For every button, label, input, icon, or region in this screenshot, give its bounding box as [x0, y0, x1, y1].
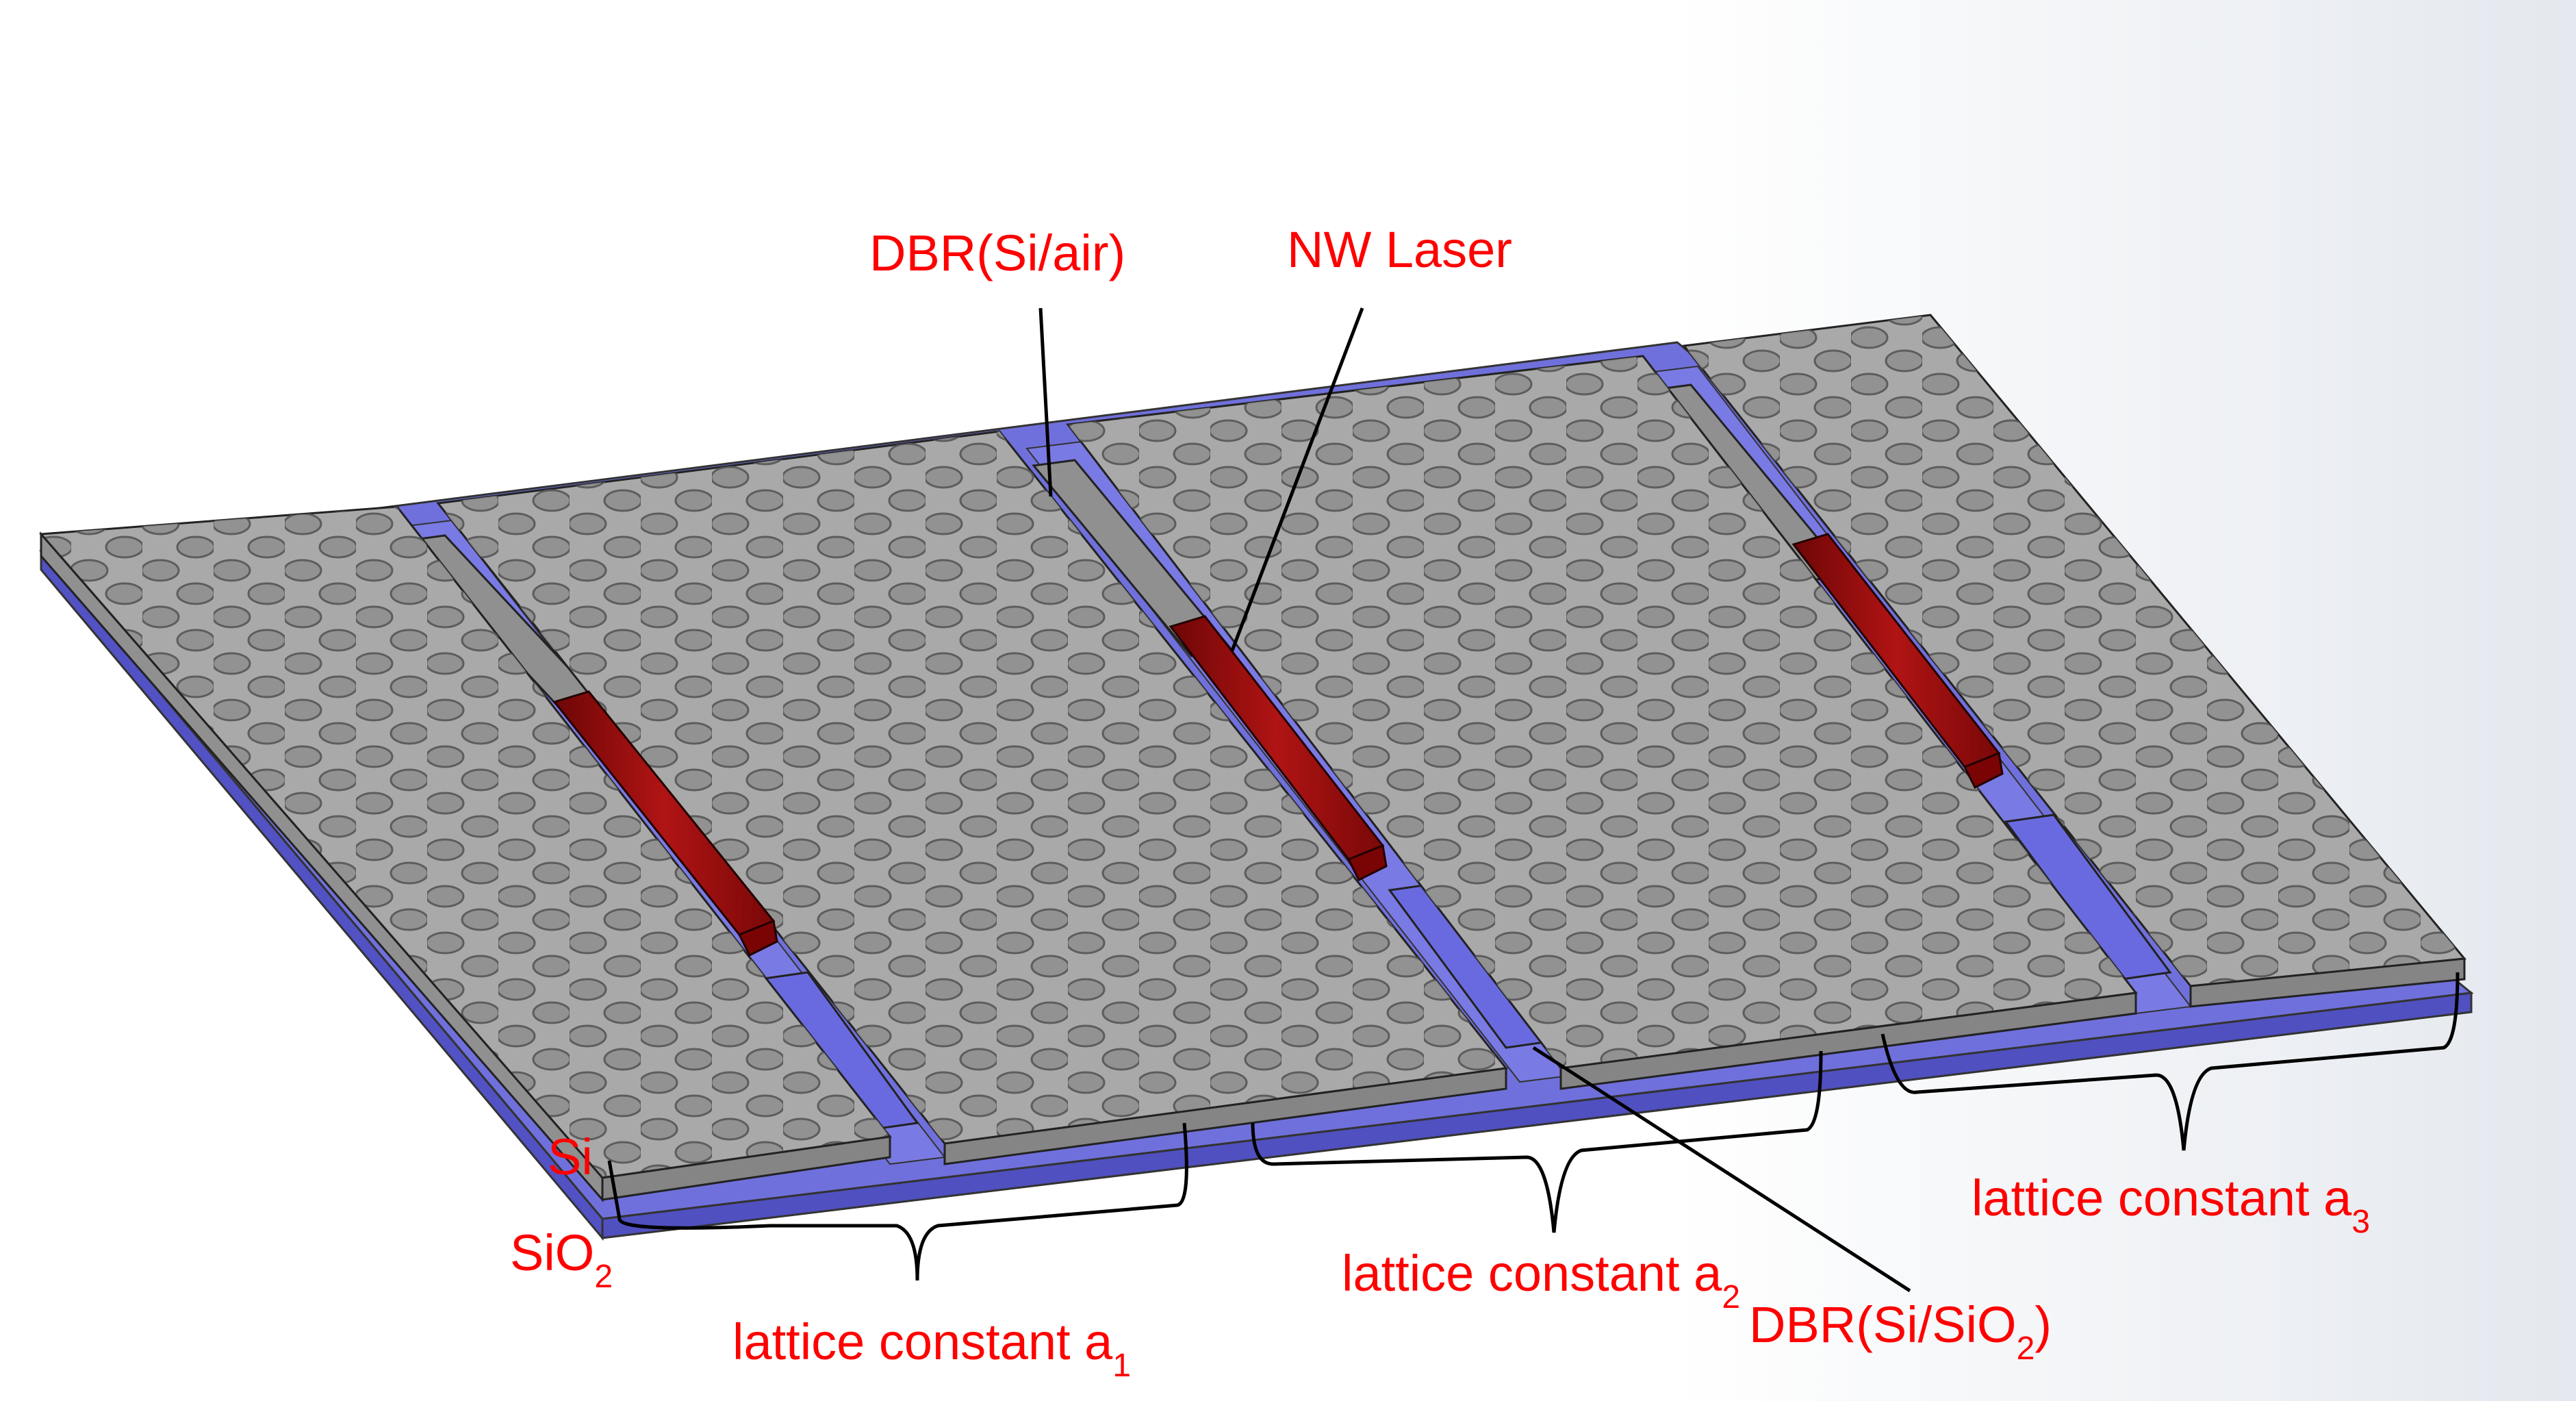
si-slab-4 [1682, 314, 2466, 1008]
labels: DBR(Si/air) NW Laser Si SiO2 lattice con… [510, 221, 2370, 1384]
nw-laser-leader [1230, 307, 1364, 651]
label-dbr-air: DBR(Si/air) [869, 225, 1125, 281]
brace-a3 [1880, 972, 2460, 1151]
nw-laser-2 [1169, 615, 1388, 882]
label-si: Si [548, 1128, 593, 1185]
nanowire-lasers [552, 533, 2004, 957]
dbr-oxide-leader [1532, 1046, 1911, 1293]
silicon-slabs [38, 314, 2466, 1203]
brace-a1 [617, 1122, 1188, 1281]
label-dbr-oxide: DBR(Si/SiO2) [1749, 1296, 2052, 1367]
si-slab-2 [436, 430, 1508, 1165]
sio2-left-edge [40, 548, 604, 1241]
dbr-air-leader [1038, 307, 1053, 497]
label-nw-laser: NW Laser [1287, 221, 1512, 278]
label-lattice-a2: lattice constant a2 [1342, 1245, 1740, 1315]
nw-laser-1 [552, 690, 778, 957]
si-leader [607, 1160, 622, 1220]
si-slab-1 [38, 505, 892, 1203]
label-sio2: SiO2 [510, 1224, 613, 1295]
label-lattice-a3: lattice constant a3 [1972, 1170, 2370, 1240]
brace-a2 [1251, 1050, 1823, 1233]
si-slab-3 [1066, 355, 2138, 1090]
label-lattice-a1: lattice constant a1 [732, 1313, 1131, 1384]
nw-laser-3 [1791, 533, 2004, 790]
annotations [607, 307, 2460, 1293]
